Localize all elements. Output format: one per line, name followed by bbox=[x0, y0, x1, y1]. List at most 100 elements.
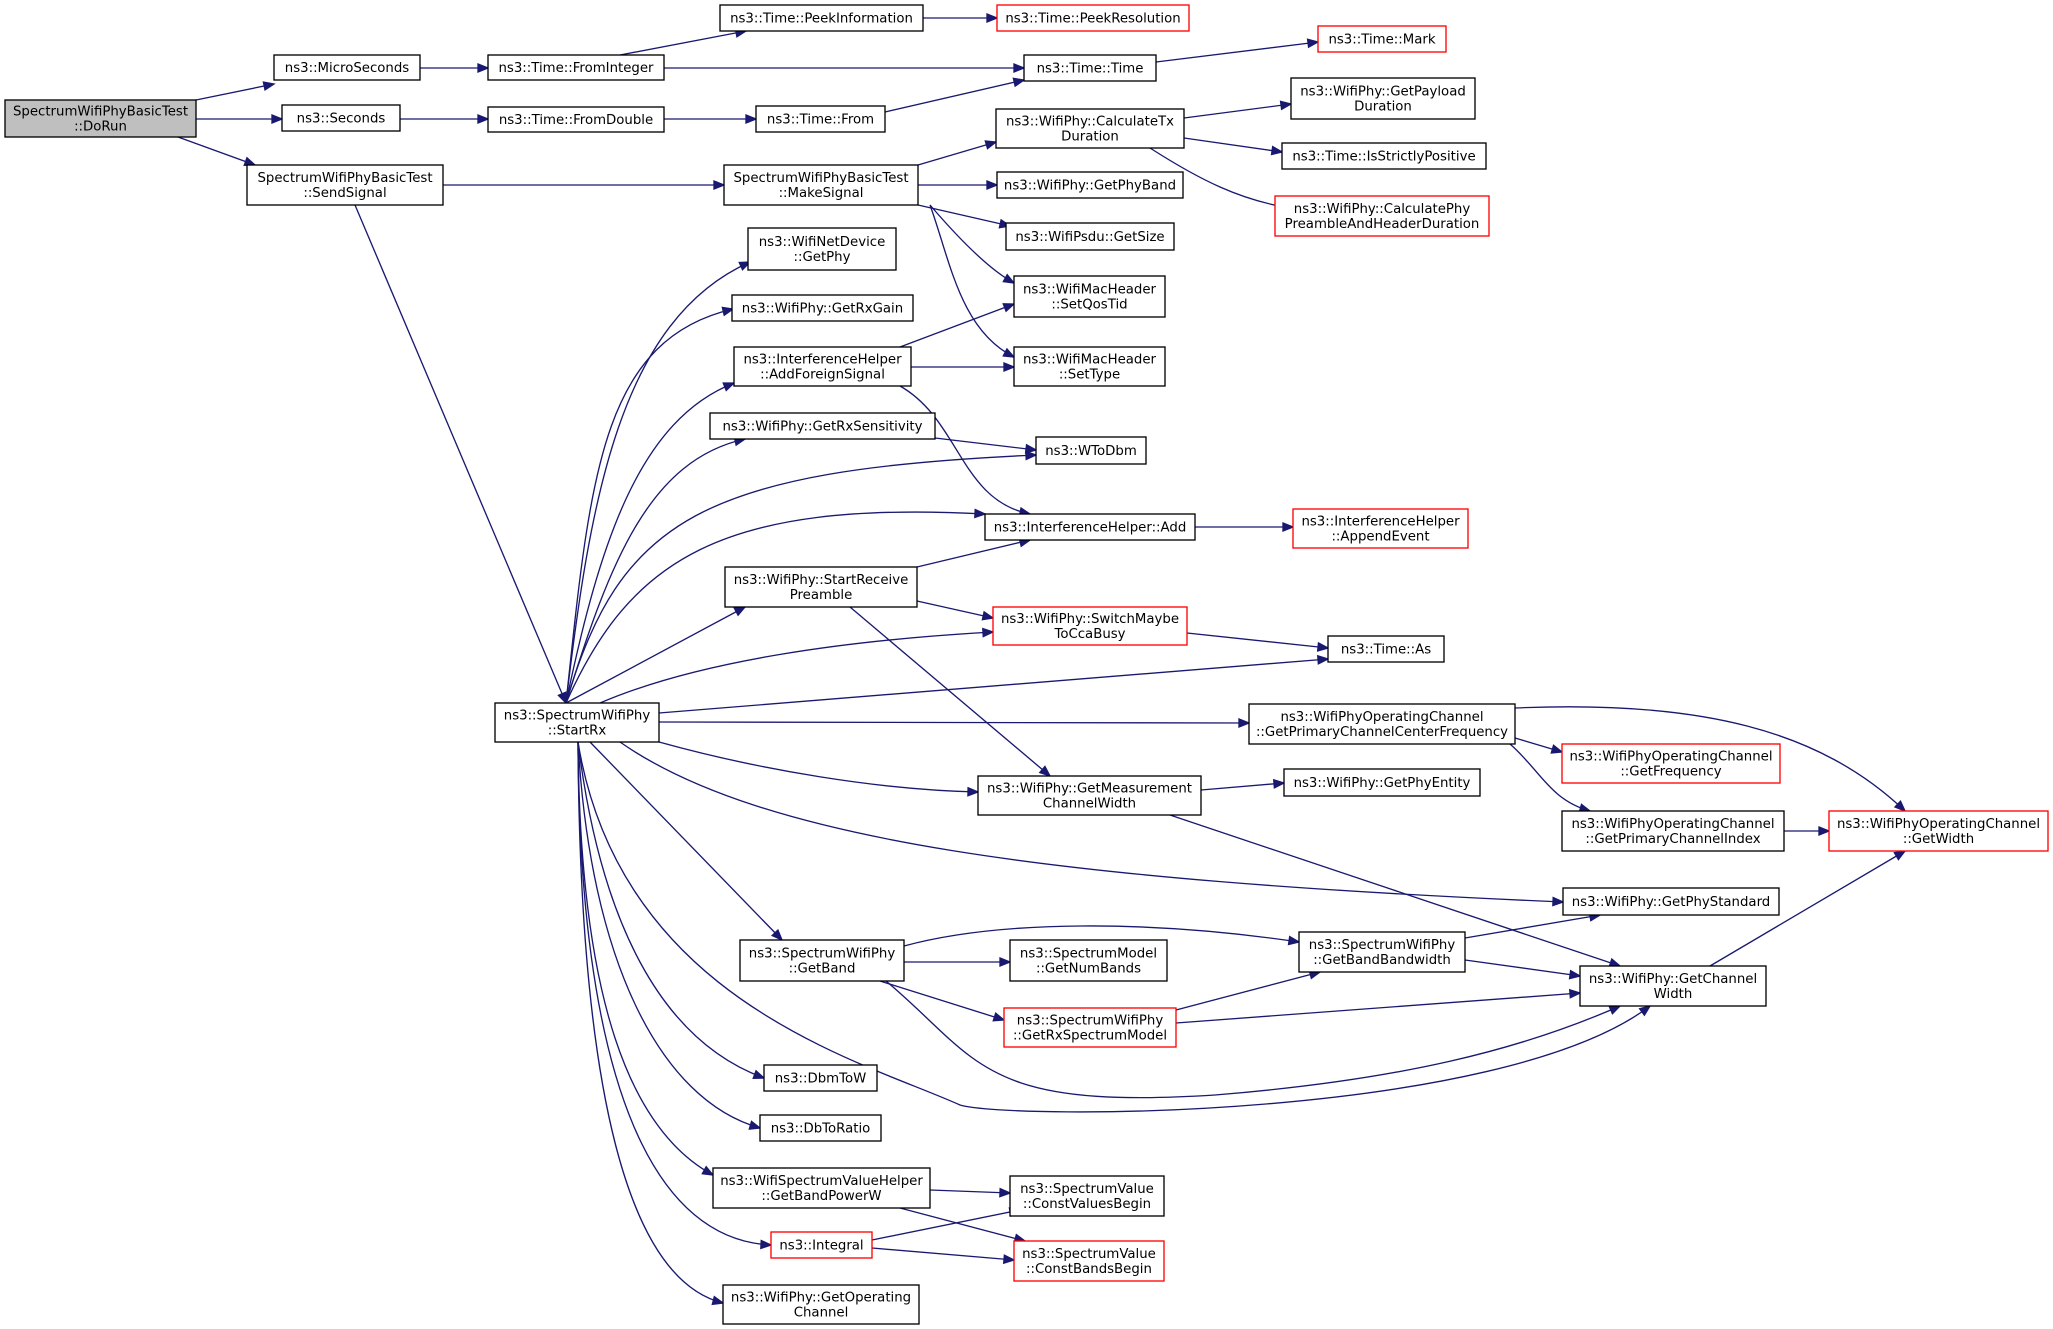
node-isStrictlyPositive[interactable]: ns3::Time::IsStrictlyPositive bbox=[1281, 142, 1487, 170]
node-box bbox=[1292, 508, 1469, 549]
edge-startRx-to-getPhyStandard bbox=[619, 741, 1564, 903]
node-getBand[interactable]: ns3::SpectrumWifiPhy::GetBand bbox=[739, 939, 905, 982]
node-getRxGain[interactable]: ns3::WifiPhy::GetRxGain bbox=[731, 294, 914, 322]
edge-fromInteger-to-peekInformation bbox=[619, 30, 747, 56]
node-label: ns3::WifiPsdu::GetSize bbox=[1015, 230, 1164, 245]
node-from[interactable]: ns3::Time::From bbox=[755, 105, 886, 133]
node-box bbox=[1579, 965, 1767, 1007]
node-getPhyStandard[interactable]: ns3::WifiPhy::GetPhyStandard bbox=[1562, 887, 1780, 916]
node-constBandsBegin[interactable]: ns3::SpectrumValue::ConstBandsBegin bbox=[1013, 1240, 1165, 1282]
edge-integral-to-constBandsBegin bbox=[871, 1247, 1015, 1261]
edge-getBand-to-getRxSpectrumModel bbox=[879, 980, 1005, 1021]
node-getFrequency[interactable]: ns3::WifiPhyOperatingChannel::GetFrequen… bbox=[1561, 743, 1781, 784]
node-setType[interactable]: ns3::WifiMacHeader::SetType bbox=[1013, 346, 1166, 387]
node-getRxSpectrumModel[interactable]: ns3::SpectrumWifiPhy::GetRxSpectrumModel bbox=[1003, 1007, 1177, 1048]
node-label: ns3::WifiPhyOperatingChannel bbox=[1569, 750, 1772, 765]
node-box bbox=[1005, 222, 1175, 251]
node-constValuesBegin[interactable]: ns3::SpectrumValue::ConstValuesBegin bbox=[1009, 1175, 1165, 1217]
node-getPrimaryIndex[interactable]: ns3::WifiPhyOperatingChannel::GetPrimary… bbox=[1561, 810, 1785, 852]
node-getRxSensitivity[interactable]: ns3::WifiPhy::GetRxSensitivity bbox=[709, 412, 936, 440]
arrowhead-makeSignal-to-calcTxDuration bbox=[984, 140, 998, 150]
node-setQosTid[interactable]: ns3::WifiMacHeader::SetQosTid bbox=[1013, 275, 1166, 318]
node-box bbox=[723, 164, 919, 206]
node-wToDbm[interactable]: ns3::WToDbm bbox=[1035, 436, 1147, 465]
node-label: ns3::WifiPhy::CalculatePhy bbox=[1294, 202, 1471, 217]
node-peekInformation[interactable]: ns3::Time::PeekInformation bbox=[719, 4, 924, 32]
node-makeSignal[interactable]: SpectrumWifiPhyBasicTest::MakeSignal bbox=[723, 164, 919, 206]
node-label: ns3::WifiPhy::GetPayload bbox=[1300, 85, 1466, 100]
node-label: ::GetBand bbox=[789, 962, 856, 977]
node-label: ns3::Time::FromDouble bbox=[499, 113, 653, 128]
node-timeAs[interactable]: ns3::Time::As bbox=[1327, 635, 1445, 663]
node-time[interactable]: ns3::Time::Time bbox=[1023, 54, 1157, 82]
edge-startRx-to-getBand bbox=[589, 741, 783, 941]
edge-startRx-to-getBandPowerW bbox=[577, 741, 714, 1176]
node-startRx[interactable]: ns3::SpectrumWifiPhy::StartRx bbox=[494, 702, 660, 743]
arrowhead-startRx-to-getChannelWidth bbox=[1638, 1004, 1652, 1017]
node-box bbox=[719, 4, 924, 32]
arrowhead-startRx-to-startReceivePreamble bbox=[733, 606, 747, 617]
node-getPhyBand[interactable]: ns3::WifiPhy::GetPhyBand bbox=[996, 171, 1184, 199]
node-label: ::DoRun bbox=[74, 120, 127, 135]
node-box bbox=[984, 513, 1196, 541]
node-addForeignSignal[interactable]: ns3::InterferenceHelper::AddForeignSigna… bbox=[733, 346, 912, 387]
node-psduGetSize[interactable]: ns3::WifiPsdu::GetSize bbox=[1005, 222, 1175, 251]
node-doRun[interactable]: SpectrumWifiPhyBasicTest::DoRun bbox=[4, 99, 197, 138]
node-label: ns3::WifiMacHeader bbox=[1023, 283, 1157, 298]
node-getPrimaryCenterFreq[interactable]: ns3::WifiPhyOperatingChannel::GetPrimary… bbox=[1248, 703, 1516, 745]
edge-startReceivePreamble-to-switchMaybeCca bbox=[916, 600, 994, 619]
node-ihAdd[interactable]: ns3::InterferenceHelper::Add bbox=[984, 513, 1196, 541]
node-label: ns3::Time::IsStrictlyPositive bbox=[1292, 150, 1475, 165]
node-fromDouble[interactable]: ns3::Time::FromDouble bbox=[487, 106, 665, 133]
node-label: PreambleAndHeaderDuration bbox=[1285, 217, 1480, 232]
node-getBandPowerW[interactable]: ns3::WifiSpectrumValueHelper::GetBandPow… bbox=[712, 1167, 931, 1209]
node-label: ::AddForeignSignal bbox=[760, 368, 885, 383]
node-dbmToW[interactable]: ns3::DbmToW bbox=[763, 1064, 878, 1092]
edge-getPrimaryCenterFreq-to-opGetWidth bbox=[1514, 706, 1906, 812]
node-label: ns3::WifiPhy::GetPhyEntity bbox=[1294, 776, 1471, 791]
node-label: Duration bbox=[1354, 100, 1412, 115]
node-peekResolution[interactable]: ns3::Time::PeekResolution bbox=[996, 4, 1190, 32]
arrowhead-getRxSensitivity-to-wToDbm bbox=[1024, 443, 1038, 454]
node-appendEvent[interactable]: ns3::InterferenceHelper::AppendEvent bbox=[1292, 508, 1469, 549]
edge-getMeasurementWidth-to-getChannelWidth bbox=[1169, 814, 1621, 967]
node-getBandBandwidth[interactable]: ns3::SpectrumWifiPhy::GetBandBandwidth bbox=[1298, 931, 1466, 973]
node-microSeconds[interactable]: ns3::MicroSeconds bbox=[273, 54, 421, 81]
node-label: ::GetPrimaryChannelIndex bbox=[1585, 832, 1760, 847]
arrowhead-calcTxDuration-to-getPayloadDuration bbox=[1279, 100, 1293, 111]
node-dbToRatio[interactable]: ns3::DbToRatio bbox=[759, 1114, 882, 1142]
node-box bbox=[1561, 810, 1785, 852]
node-box bbox=[1281, 142, 1487, 170]
node-sendSignal[interactable]: SpectrumWifiPhyBasicTest::SendSignal bbox=[246, 164, 444, 206]
node-opGetWidth[interactable]: ns3::WifiPhyOperatingChannel::GetWidth bbox=[1828, 810, 2049, 852]
node-getPhyEntity[interactable]: ns3::WifiPhy::GetPhyEntity bbox=[1283, 768, 1481, 797]
node-label: ns3::SpectrumWifiPhy bbox=[1017, 1014, 1164, 1029]
node-label: Preamble bbox=[790, 588, 853, 603]
node-box bbox=[712, 1167, 931, 1209]
node-label: SpectrumWifiPhyBasicTest bbox=[13, 105, 188, 120]
node-label: SpectrumWifiPhyBasicTest bbox=[257, 171, 432, 186]
node-box bbox=[992, 606, 1188, 646]
node-mark[interactable]: ns3::Time::Mark bbox=[1317, 25, 1447, 53]
arrowhead-fromDouble-to-from bbox=[745, 114, 758, 124]
node-label: ::GetNumBands bbox=[1036, 962, 1141, 977]
node-integral[interactable]: ns3::Integral bbox=[770, 1231, 873, 1259]
node-fromInteger[interactable]: ns3::Time::FromInteger bbox=[487, 54, 665, 81]
node-getNumBands[interactable]: ns3::SpectrumModel::GetNumBands bbox=[1009, 939, 1168, 982]
arrowhead-addForeignSignal-to-setType bbox=[1003, 362, 1016, 372]
arrowhead-fromInteger-to-time bbox=[1013, 63, 1026, 73]
node-calcPreamble[interactable]: ns3::WifiPhy::CalculatePhyPreambleAndHea… bbox=[1274, 195, 1490, 237]
node-label: ns3::Time::FromInteger bbox=[498, 61, 654, 76]
node-label: ns3::WifiPhy::GetRxGain bbox=[742, 302, 903, 317]
node-seconds[interactable]: ns3::Seconds bbox=[281, 104, 401, 132]
node-label: ns3::InterferenceHelper bbox=[743, 353, 902, 368]
node-netDeviceGetPhy[interactable]: ns3::WifiNetDevice::GetPhy bbox=[747, 227, 897, 271]
arrowhead-makeSignal-to-setQosTid bbox=[1002, 273, 1016, 284]
